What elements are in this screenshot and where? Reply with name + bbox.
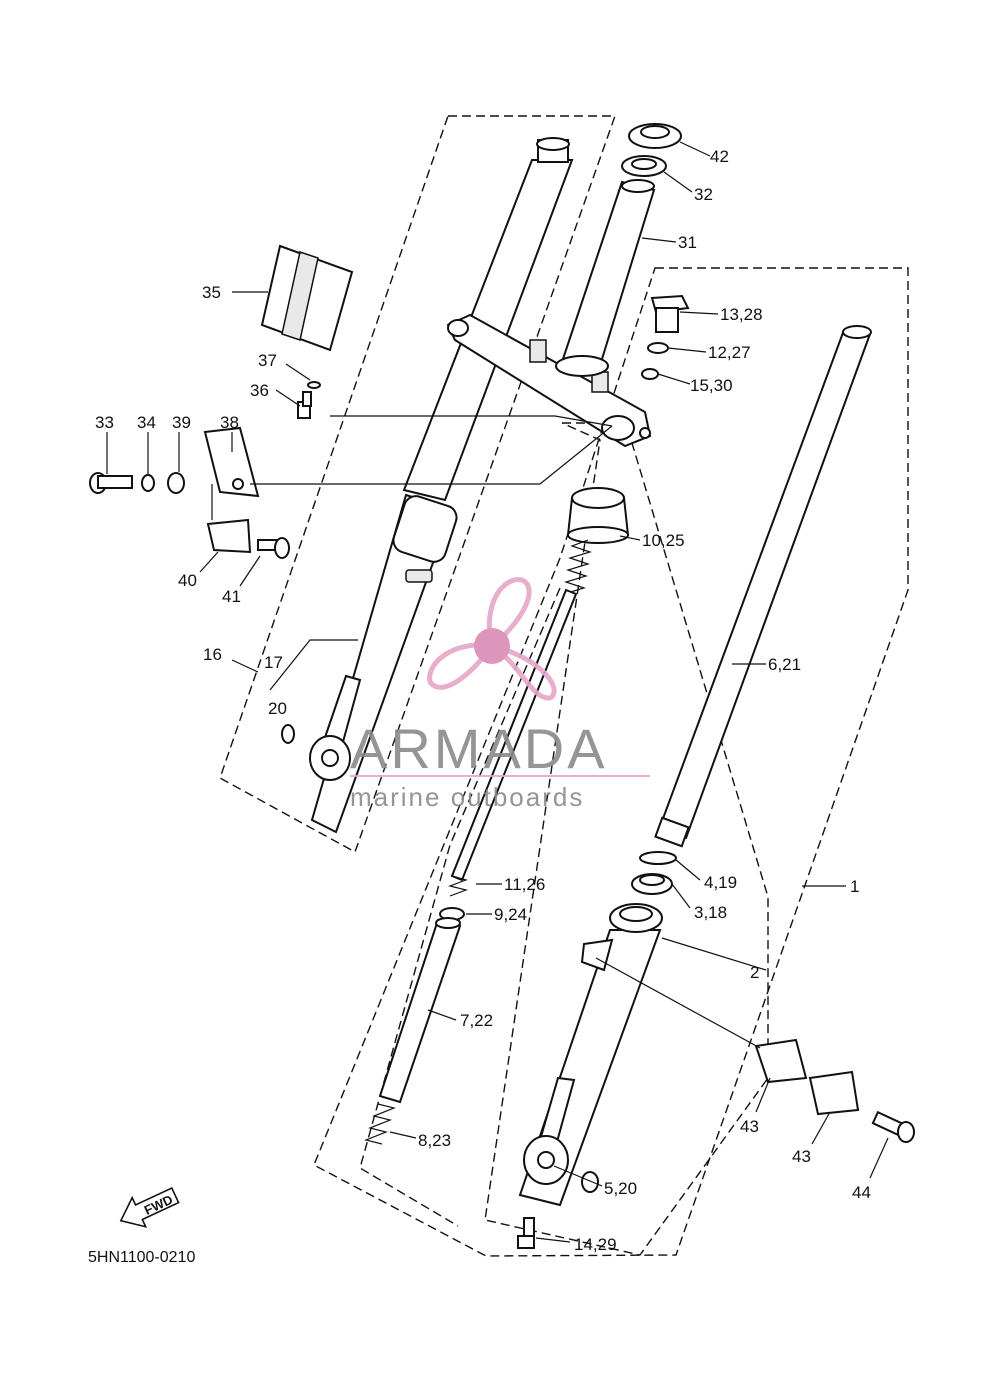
callout-41: 41	[222, 587, 241, 606]
damper-rod	[450, 588, 578, 882]
o-ring-12-27	[647, 342, 669, 354]
spring-8-23	[364, 1103, 396, 1145]
callout-11-26: 11,26	[504, 875, 545, 894]
callout-15-30: 15,30	[690, 376, 733, 395]
callout-12-27: 12,27	[708, 343, 751, 362]
snap-ring-4-19	[639, 851, 677, 865]
callout-43-lower: 43	[792, 1147, 811, 1166]
clamp-38	[203, 426, 260, 498]
diagram-code: 5HN1100-0210	[88, 1249, 195, 1266]
callout-3-18: 3,18	[694, 903, 727, 922]
callout-10-25: 10,25	[642, 531, 685, 550]
bolt-33	[89, 472, 133, 494]
bolt-44	[871, 1110, 915, 1143]
callout-43-upper: 43	[740, 1117, 759, 1136]
washer-37	[307, 381, 321, 389]
callout-2: 2	[750, 963, 759, 982]
assembly-outline-right	[313, 267, 909, 1257]
clamp-43-lower	[808, 1070, 860, 1116]
o-ring-20	[281, 724, 295, 744]
callout-32: 32	[694, 185, 713, 204]
watermark-brand: ARMADA	[350, 717, 608, 780]
bearing-32	[621, 155, 667, 177]
watermark: ARMADA marine outboards	[350, 577, 650, 812]
bearing-42	[628, 123, 682, 149]
callout-34: 34	[137, 413, 156, 432]
callout-20: 20	[268, 699, 287, 718]
propeller-logo-icon	[427, 577, 557, 701]
callout-40: 40	[178, 571, 197, 590]
right-inner-tube	[654, 325, 872, 848]
washer-39	[167, 472, 185, 494]
callout-31: 31	[678, 233, 697, 252]
bolt-41	[257, 537, 290, 559]
spring-11-26	[447, 875, 469, 897]
o-ring-5-20	[581, 1171, 599, 1193]
clamp-40	[206, 518, 252, 554]
callout-1: 1	[850, 877, 859, 896]
washer-15-30	[641, 368, 659, 380]
bolt-14-29	[517, 1217, 535, 1249]
left-outer-tube	[309, 493, 458, 834]
callout-7-22: 7,22	[460, 1011, 493, 1030]
callout-16: 16	[203, 645, 222, 664]
upper-bracket	[446, 313, 652, 448]
lock-washer-34	[141, 474, 155, 492]
rod-7-22	[378, 917, 462, 1104]
assembly-outline-inner	[484, 422, 769, 1256]
leader-lines	[106, 141, 889, 1243]
fwd-label: FWD	[142, 1192, 175, 1218]
bolt-36	[297, 391, 312, 419]
cap-10-25	[566, 487, 630, 544]
callout-39: 39	[172, 413, 191, 432]
callout-42: 42	[710, 147, 729, 166]
callout-9-24: 9,24	[494, 905, 527, 924]
callout-6-21: 6,21	[768, 655, 801, 674]
bracket-35	[260, 244, 354, 352]
callout-8-23: 8,23	[418, 1131, 451, 1150]
steering-stem	[555, 179, 656, 377]
callout-14-29: 14,29	[574, 1235, 617, 1254]
callout-labels: 42 32 31 13,28 12,27 15,30 35 37 36 33 3…	[95, 147, 871, 1254]
callout-44: 44	[852, 1183, 871, 1202]
spring-upper	[563, 539, 592, 595]
callout-33: 33	[95, 413, 114, 432]
bolt-13-28	[650, 294, 690, 333]
callout-17: 17	[264, 653, 283, 672]
right-outer-tube	[518, 903, 663, 1207]
left-inner-tube	[402, 137, 574, 502]
watermark-tagline: marine outboards	[350, 782, 584, 812]
clamp-43-upper	[754, 1038, 808, 1084]
callout-5-20: 5,20	[604, 1179, 637, 1198]
callout-35: 35	[202, 283, 221, 302]
assembly-outline-left	[219, 115, 616, 854]
callout-4-19: 4,19	[704, 873, 737, 892]
callout-37: 37	[258, 351, 277, 370]
callout-36: 36	[250, 381, 269, 400]
seal-3-18	[631, 873, 673, 895]
callout-38: 38	[220, 413, 239, 432]
fwd-arrow-icon: FWD	[119, 1187, 180, 1228]
callout-13-28: 13,28	[720, 305, 763, 324]
